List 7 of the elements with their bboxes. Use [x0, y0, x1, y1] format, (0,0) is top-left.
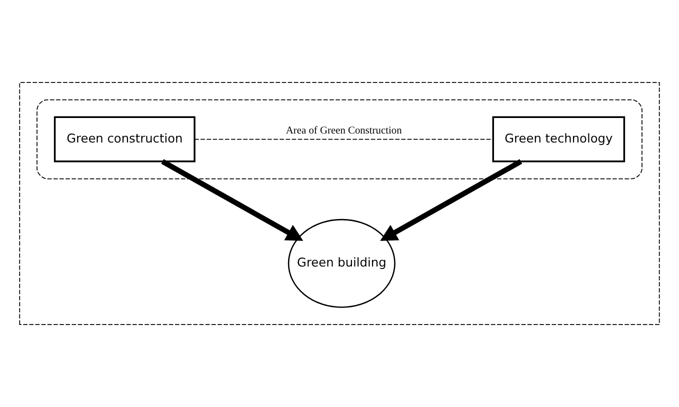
node-box: Green construction [54, 116, 196, 162]
cluster [19, 82, 660, 326]
node-ellipse: Green building [288, 218, 396, 308]
edge-label: Area of Green Construction [286, 126, 402, 137]
connector [194, 138, 494, 140]
node-box: Green technology [492, 116, 626, 162]
cluster [36, 99, 642, 180]
